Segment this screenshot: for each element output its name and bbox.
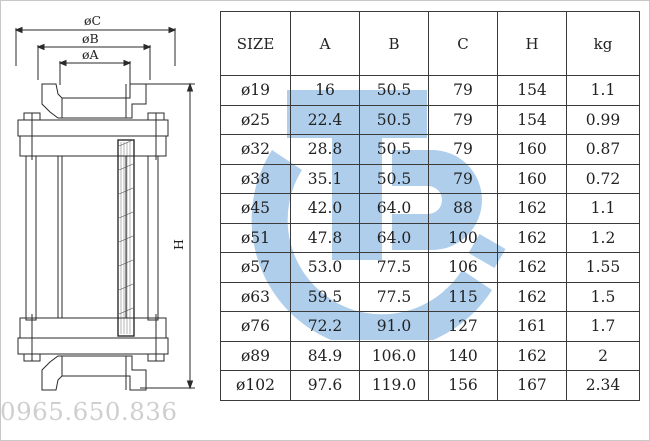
cell-a: 28.8 — [290, 134, 360, 165]
cell-b: 119.0 — [359, 370, 429, 401]
cell-h: 160 — [497, 134, 567, 165]
cell-c: 88 — [428, 193, 498, 224]
cell-c: 100 — [428, 222, 498, 253]
cell-size: ø19 — [220, 75, 291, 106]
cell-size: ø32 — [220, 134, 291, 165]
header-b: B — [359, 11, 429, 76]
cell-kg: 0.99 — [566, 104, 640, 135]
cell-b: 50.5 — [359, 75, 429, 106]
cell-a: 84.9 — [290, 340, 360, 371]
cell-a: 47.8 — [290, 222, 360, 253]
cell-a: 59.5 — [290, 281, 360, 312]
header-h: H — [497, 11, 567, 76]
cell-b: 106.0 — [359, 340, 429, 371]
label-h: H — [171, 239, 186, 250]
cell-kg: 1.55 — [566, 252, 640, 283]
cell-a: 53.0 — [290, 252, 360, 283]
cell-kg: 1.2 — [566, 222, 640, 253]
cell-kg: 0.72 — [566, 163, 640, 194]
cell-kg: 2.34 — [566, 370, 640, 401]
header-size: SIZE — [220, 11, 291, 76]
cell-size: ø89 — [220, 340, 291, 371]
cell-kg: 1.1 — [566, 193, 640, 224]
cell-b: 50.5 — [359, 104, 429, 135]
cell-h: 154 — [497, 75, 567, 106]
cell-size: ø57 — [220, 252, 291, 283]
header-kg: kg — [566, 11, 640, 76]
cell-a: 97.6 — [290, 370, 360, 401]
cell-b: 50.5 — [359, 163, 429, 194]
cell-h: 154 — [497, 104, 567, 135]
cell-a: 22.4 — [290, 104, 360, 135]
cell-c: 79 — [428, 75, 498, 106]
cell-a: 16 — [290, 75, 360, 106]
phone-number: 0965.650.836 — [0, 397, 178, 426]
cell-b: 91.0 — [359, 311, 429, 342]
cell-b: 64.0 — [359, 193, 429, 224]
cell-kg: 2 — [566, 340, 640, 371]
cell-a: 72.2 — [290, 311, 360, 342]
cell-c: 79 — [428, 104, 498, 135]
label-a: øA — [82, 47, 100, 62]
header-c: C — [428, 11, 498, 76]
label-b: øB — [82, 31, 99, 46]
cell-c: 115 — [428, 281, 498, 312]
cell-b: 77.5 — [359, 281, 429, 312]
cell-h: 162 — [497, 252, 567, 283]
cell-a: 42.0 — [290, 193, 360, 224]
cell-kg: 1.5 — [566, 281, 640, 312]
cell-size: ø63 — [220, 281, 291, 312]
cell-c: 140 — [428, 340, 498, 371]
cell-c: 106 — [428, 252, 498, 283]
header-a: A — [290, 11, 360, 76]
cell-h: 162 — [497, 222, 567, 253]
cell-size: ø38 — [220, 163, 291, 194]
label-c: øC — [84, 13, 101, 28]
cell-kg: 1.1 — [566, 75, 640, 106]
cell-h: 160 — [497, 163, 567, 194]
sight-glass-drawing: øC øB øA H — [14, 13, 195, 391]
cell-b: 50.5 — [359, 134, 429, 165]
cell-h: 162 — [497, 340, 567, 371]
cell-h: 162 — [497, 193, 567, 224]
cell-c: 79 — [428, 134, 498, 165]
cell-h: 161 — [497, 311, 567, 342]
cell-c: 127 — [428, 311, 498, 342]
cell-kg: 0.87 — [566, 134, 640, 165]
cell-a: 35.1 — [290, 163, 360, 194]
cell-kg: 1.7 — [566, 311, 640, 342]
cell-b: 77.5 — [359, 252, 429, 283]
cell-size: ø45 — [220, 193, 291, 224]
cell-size: ø76 — [220, 311, 291, 342]
cell-h: 162 — [497, 281, 567, 312]
cell-b: 64.0 — [359, 222, 429, 253]
cell-size: ø51 — [220, 222, 291, 253]
cell-h: 167 — [497, 370, 567, 401]
cell-size: ø102 — [220, 370, 291, 401]
cell-c: 79 — [428, 163, 498, 194]
cell-c: 156 — [428, 370, 498, 401]
cell-size: ø25 — [220, 104, 291, 135]
